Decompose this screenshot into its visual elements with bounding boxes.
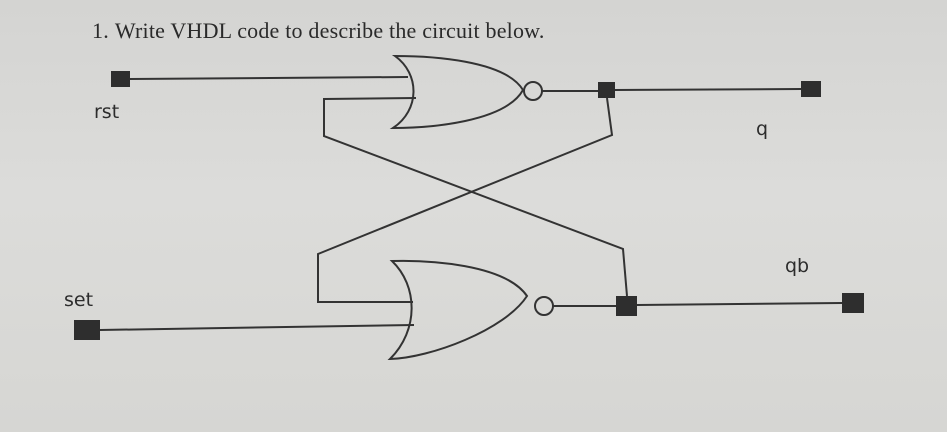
- question-prompt: Write VHDL code to describe the circuit …: [114, 18, 545, 43]
- feedback-wire-q-to-bottom: [317, 97, 614, 303]
- nor-bubble-bottom: [534, 296, 554, 316]
- set-label: set: [64, 289, 94, 311]
- q-label: q: [756, 118, 769, 140]
- question-number: 1.: [92, 18, 109, 43]
- rst-wire: [129, 76, 409, 80]
- qb-wire-b: [636, 302, 843, 306]
- feedback-wire-qb-to-top: [323, 97, 628, 297]
- q-port: [801, 81, 821, 97]
- rst-port: [111, 71, 130, 87]
- set-port: [74, 320, 100, 340]
- rst-label: rst: [94, 101, 120, 123]
- qb-label: qb: [785, 255, 810, 277]
- qb-junction: [616, 296, 637, 316]
- set-wire: [99, 324, 415, 331]
- q-wire-b: [614, 88, 802, 91]
- qb-port: [842, 293, 864, 313]
- question-text: 1.Write VHDL code to describe the circui…: [92, 18, 545, 44]
- nor-gate-bottom: [387, 259, 529, 361]
- q-junction: [598, 82, 615, 98]
- nor-gate-top: [389, 54, 525, 130]
- nor-bubble-top: [523, 81, 543, 101]
